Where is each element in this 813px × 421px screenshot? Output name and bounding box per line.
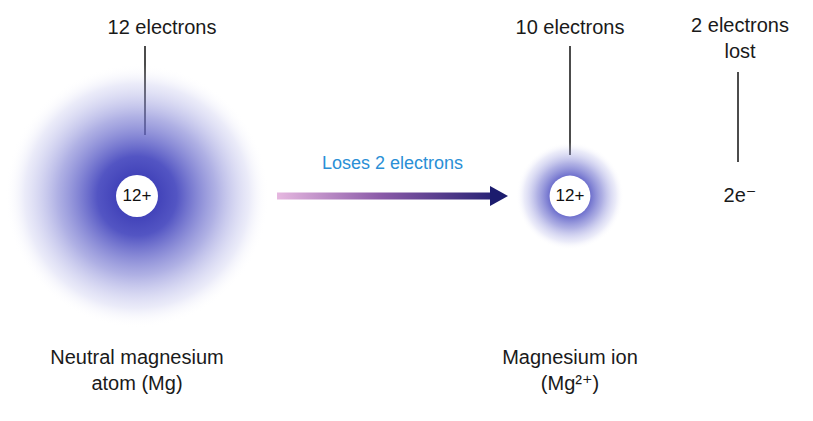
nucleus [116, 175, 158, 217]
reaction-arrow [277, 186, 508, 206]
electron-label: 12 electrons [82, 14, 242, 40]
electron-cloud-fill [5, 64, 269, 328]
leader-line [737, 72, 739, 162]
atom-cloud: 12+ [5, 64, 269, 328]
arrow-shaft [277, 193, 490, 200]
electron-cloud-fill [516, 142, 624, 250]
arrow-head [490, 186, 508, 206]
arrow-label: Loses 2 electrons [319, 152, 466, 174]
leader-line [569, 46, 571, 155]
electron-label: 2e⁻ [700, 182, 780, 208]
electron-label: 10 electrons [490, 14, 650, 40]
caption-label: Neutral magnesium atom (Mg) [35, 344, 240, 396]
nucleus-charge: 12+ [556, 186, 585, 206]
nucleus [550, 176, 591, 217]
atom-cloud: 12+ [516, 142, 624, 250]
electron-label: 2 electrons lost [680, 12, 800, 64]
nucleus-charge: 12+ [123, 186, 152, 206]
caption-label: Magnesium ion (Mg²⁺) [488, 344, 653, 396]
